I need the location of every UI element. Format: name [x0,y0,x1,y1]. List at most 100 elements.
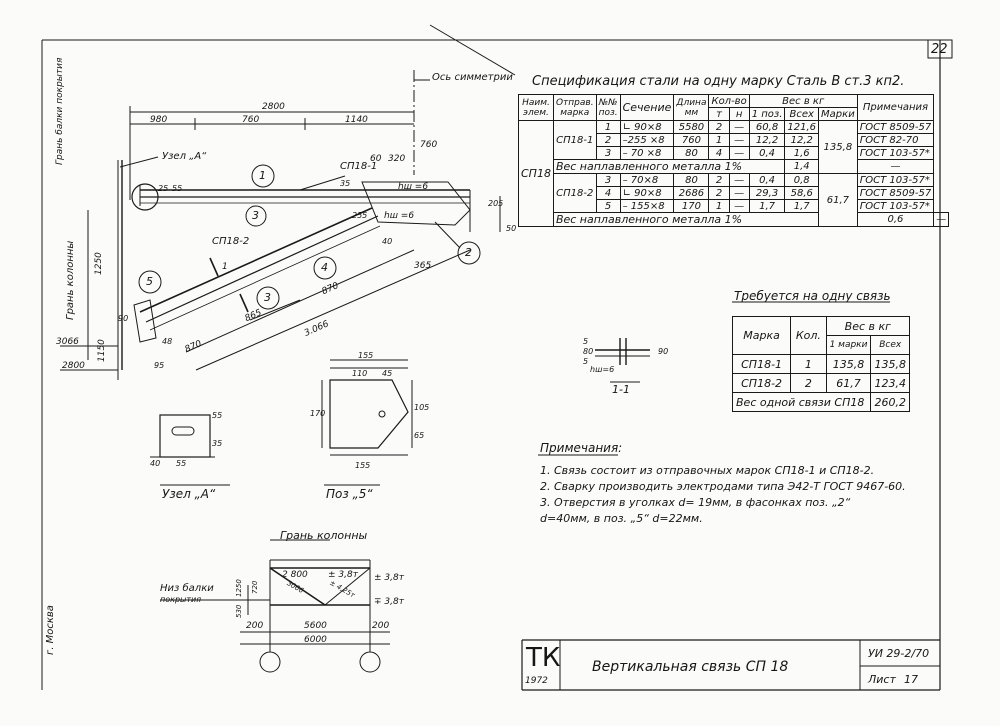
spec-element: СП18 [518,120,554,227]
spec-cell: 121,6 [784,120,820,134]
spec-cell: 3 [595,173,621,187]
spec-h-weight: Вес в кг [748,94,858,108]
column-face-label: Грань колонны [65,240,76,320]
spec-cell: 29,3 [748,186,786,200]
node-dim-55: 55 [176,459,187,468]
spec-cell: 1 [708,133,730,147]
spec-h-n: н [728,107,750,121]
dim-980: 980 [150,115,168,125]
spec-cell: 1,7 [748,199,786,213]
spec-weld-note: — [856,159,935,174]
note-2: 2. Сварку производить электродами типа Э… [540,480,906,493]
spec-cell: 1 [595,120,621,134]
spec-cell: 2686 [673,186,710,200]
scheme-dim-200b: 200 [372,621,390,631]
required-table: Марка Кол. Вес в кг 1 марки Всех СП18-1 … [731,316,911,412]
spec-cell: 2 [708,173,730,187]
spec-cell: ГОСТ 103-57* [856,173,935,187]
spec-cell: 760 [673,133,710,147]
spec-cell: 1 [708,199,730,213]
mark1-label: СП18-1 [340,161,378,172]
node-label: Узел „А“ [162,151,207,162]
spec-header-row-1: Наим. элем. Отправ. марка №№ поз. Сечени… [518,94,949,121]
spec-cell: ГОСТ 82-70 [856,133,935,147]
spec-h-qty: Кол-во [708,94,750,108]
pos-2: 2 [465,246,472,259]
spec-cell: – 155×8 [619,199,675,213]
pos5-label: Поз „5“ [326,487,373,501]
req-cell: 135,8 [870,354,910,374]
spec-cell: –255 ×8 [619,133,675,147]
spec-weld-value: 1,4 [784,159,820,174]
spec-mark1-weight: 135,8 [818,120,858,174]
pos-5: 5 [146,275,153,288]
beam-face-label: Грань балки покрытия [55,57,65,165]
dim-35: 35 [340,179,351,188]
req-cell: 123,4 [870,373,910,393]
mark2-label: СП18-2 [212,236,250,247]
pos-1: 1 [259,169,266,182]
dim-25: 25 [158,184,169,193]
spec-row: СП18 СП18-1 1 ∟ 90×8 5580 2 — 60,8 121,6… [518,120,949,227]
spec-row: СП18-2 3 – 70×8 80 2 — 0,4 0,8 61,7 ГОСТ… [519,173,949,227]
sec-dim-80: 80 [583,347,594,356]
dim-1150: 1150 [97,339,107,362]
req-row: СП18-2 2 61,7 123,4 [731,373,910,393]
scheme-beam-label-2: покрытия [160,595,202,604]
req-row: СП18-1 1 135,8 135,8 [731,354,910,374]
spec-h-w-pos: 1 поз. [748,107,786,121]
note-3: 3. Отверстия в уголках d= 19мм, в фасонк… [540,496,851,509]
spec-h-notes: Примечания [856,94,935,121]
spec-h-w-mark: Марки [818,107,858,121]
dim-2800b: 2800 [62,361,85,371]
req-total-value: 260,2 [870,392,910,412]
scheme-dim-6000: 6000 [304,635,327,645]
spec-cell: 0,4 [748,146,786,160]
scheme-dim-530: 530 [235,604,243,618]
dim-255: 255 [352,211,368,220]
scheme-dim-5600: 5600 [304,621,327,631]
sheet-label: Лист [868,673,896,686]
scheme-beam-label-1: Низ балки [160,583,214,594]
spec-h-ship-mark: Отправ. марка [552,94,597,121]
section-mark: 1 [222,262,228,272]
spec-cell: 2 [595,133,621,147]
dim-50: 50 [506,224,517,233]
scheme-dim-720: 720 [251,580,259,594]
spec-row: 3 – 70 ×8 80 4 — 0,4 1,6 ГОСТ 103-57* [519,146,949,160]
dim-365: 365 [414,261,432,271]
dim-95: 95 [154,361,165,370]
spec-cell: 1,7 [784,199,820,213]
symmetry-axis-label: Ось симметрии [432,72,513,83]
spec-h-w-total: Всех [784,107,820,121]
spec-cell: 58,6 [784,186,820,200]
drawing-title: Вертикальная связь СП 18 [592,659,789,675]
spec-cell: 60,8 [748,120,786,134]
scheme-load-top: ± 3,8т [328,570,358,580]
req-total-label: Вес одной связи СП18 [731,392,872,412]
req-h-total: Всех [870,335,910,355]
spec-mark2-weight: 61,7 [818,173,858,227]
req-h-qty: Кол. [790,316,827,355]
required-title: Требуется на одну связь [734,289,891,303]
dim-760: 760 [242,115,260,125]
title-year: 1972 [525,676,548,686]
sec-dim-5: 5 [583,337,589,346]
req-header: Марка Кол. Вес в кг [731,316,911,355]
spec-cell: ГОСТ 103-57* [856,146,935,160]
spec-cell: 2 [708,186,730,200]
req-total-row: Вес одной связи СП18 260,2 [731,392,910,412]
spec-cell: — [728,173,750,187]
spec-cell: – 70 ×8 [619,146,675,160]
sec-dim-90: 90 [658,347,669,356]
p5-dim-110: 110 [352,369,368,378]
spec-cell: 12,2 [784,133,820,147]
spec-cell: 1,6 [784,146,820,160]
spec-mark2-name: СП18-2 [552,173,597,213]
spec-h-pos: №№ поз. [595,94,621,121]
req-h-per-mark: 1 марки [825,335,872,355]
dim-40: 40 [382,237,393,246]
spec-weld-label: Вес наплавленного металла 1% [552,159,786,174]
dim-205: 205 [488,199,504,208]
drawing-code: УИ 29-2/70 [868,647,930,660]
